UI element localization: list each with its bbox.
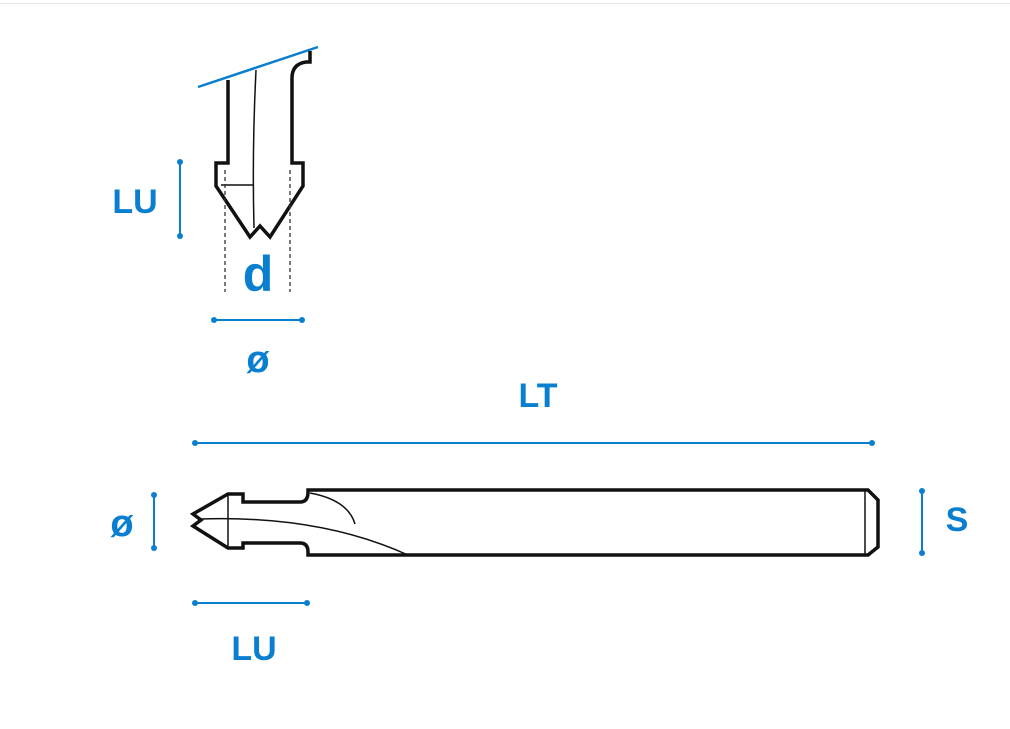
lu-dimension-side: LU [192,600,310,668]
tip-outline [214,51,312,240]
diameter-label-top: ø [246,339,270,381]
lt-label: LT [518,377,557,415]
top-border [0,3,1010,4]
s-label: S [946,501,969,539]
diameter-dimension-top: ø [211,317,305,381]
bit-outline [189,488,880,557]
flute-arc [309,492,356,525]
lu-label-top: LU [112,183,157,221]
d-label: d [243,246,274,302]
flute-curve [199,517,409,556]
diameter-dimension-side: ø [110,492,157,551]
lu-label-side: LU [231,630,276,668]
top-view: LU d ø [112,45,319,381]
lu-dimension-top: LU [112,159,183,239]
cut-line [197,45,319,89]
lt-dimension: LT [192,377,875,446]
shank-dimension: S [919,488,968,556]
diameter-label-side: ø [110,503,134,545]
side-view: LT ø S LU [110,377,968,668]
flute-line [252,69,257,229]
